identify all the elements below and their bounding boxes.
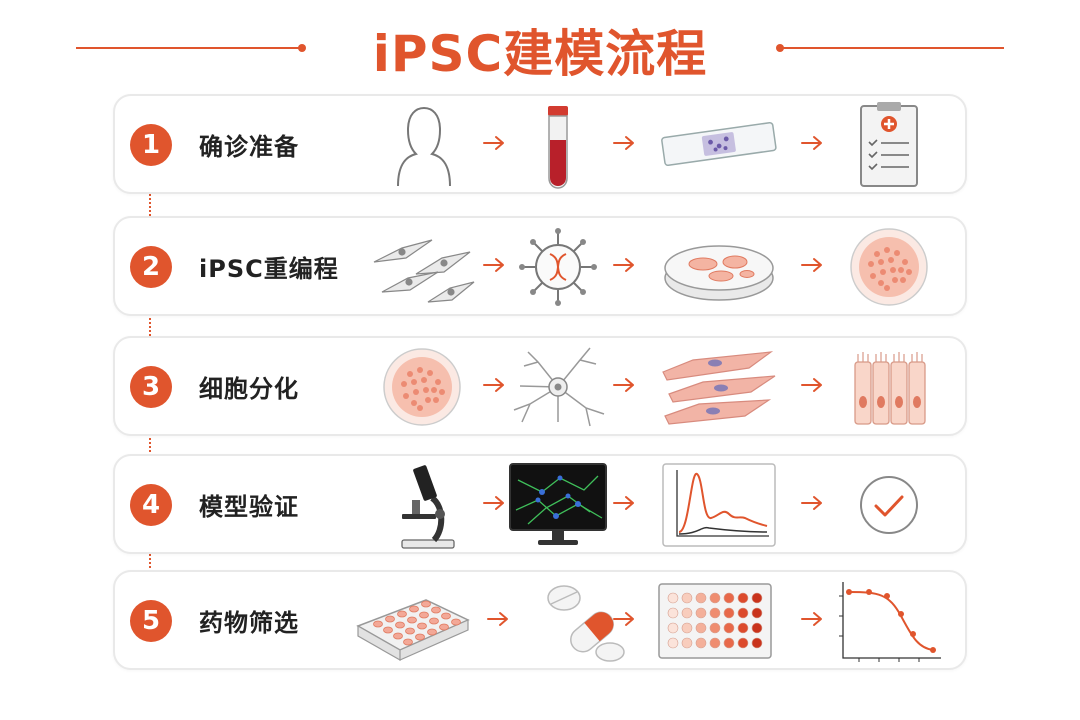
heatmap-well — [737, 607, 749, 619]
plate-heatmap-icon — [655, 576, 775, 666]
petri-dish-icon — [659, 222, 779, 312]
microscope-icon — [362, 460, 482, 550]
ipsc-colony-icon — [362, 342, 482, 432]
heatmap-well — [723, 607, 735, 619]
heatmap-well — [695, 637, 707, 649]
heatmap-well — [667, 592, 679, 604]
heatmap-well — [695, 592, 707, 604]
step-label: iPSC重编程 — [199, 255, 339, 283]
heatmap-well — [667, 637, 679, 649]
medical-clipboard-icon — [829, 100, 949, 190]
step-card-5: 5 药物筛选 — [113, 570, 967, 670]
heatmap-well — [695, 622, 707, 634]
arrow-right-icon — [613, 611, 635, 627]
step-number-badge: 3 — [130, 366, 172, 408]
step-number-badge: 4 — [130, 484, 172, 526]
fibroblast-cells-icon — [362, 222, 482, 312]
title-decor-line-right — [780, 47, 1004, 49]
heatmap-well — [723, 637, 735, 649]
heatmap-well — [667, 607, 679, 619]
epithelial-cells-icon — [829, 342, 949, 432]
tissue-slide-icon — [659, 100, 779, 190]
header: iPSC建模流程 — [0, 0, 1080, 92]
patient-silhouette-icon — [362, 100, 482, 190]
heatmap-well — [751, 637, 763, 649]
arrow-right-icon — [613, 377, 635, 393]
step-number-badge: 1 — [130, 124, 172, 166]
page-title: iPSC建模流程 — [372, 25, 708, 83]
heatmap-well — [681, 592, 693, 604]
signal-graph-icon — [659, 460, 779, 550]
step-card-3: 3 细胞分化 — [113, 336, 967, 436]
step-label: 细胞分化 — [199, 375, 299, 403]
blood-tube-icon — [498, 100, 618, 190]
neuron-icon — [498, 342, 618, 432]
ipsc-colony-icon — [829, 222, 949, 312]
heatmap-well — [751, 622, 763, 634]
heatmap-well — [723, 592, 735, 604]
step-number-badge: 2 — [130, 246, 172, 288]
arrow-right-icon — [613, 257, 635, 273]
heatmap-well — [709, 622, 721, 634]
heatmap-well — [709, 592, 721, 604]
heatmap-well — [709, 637, 721, 649]
heatmap-well — [751, 592, 763, 604]
step-label: 药物筛选 — [199, 609, 299, 637]
heatmap-well — [709, 607, 721, 619]
arrow-right-icon — [613, 495, 635, 511]
arrow-right-icon — [801, 135, 823, 151]
heatmap-well — [681, 622, 693, 634]
heatmap-well — [681, 607, 693, 619]
heatmap-well — [737, 592, 749, 604]
title-decor-dot-left — [298, 44, 306, 52]
arrow-right-icon — [487, 611, 509, 627]
arrow-right-icon — [801, 257, 823, 273]
checkmark-circle-icon — [829, 460, 949, 550]
arrow-right-icon — [801, 611, 823, 627]
heatmap-well — [681, 637, 693, 649]
heatmap-well — [737, 637, 749, 649]
heatmap-well — [667, 622, 679, 634]
cardiomyocytes-icon — [659, 342, 779, 432]
step-number-badge: 5 — [130, 600, 172, 642]
arrow-right-icon — [801, 495, 823, 511]
dose-response-curve-icon — [829, 576, 949, 666]
heatmap-well — [737, 622, 749, 634]
step-card-4: 4 模型验证 — [113, 454, 967, 554]
heatmap-well — [723, 622, 735, 634]
step-card-1: 1 确诊准备 — [113, 94, 967, 194]
step-label: 确诊准备 — [199, 133, 299, 161]
virus-vector-icon — [498, 222, 618, 312]
step-label: 模型验证 — [199, 493, 299, 521]
arrow-right-icon — [613, 135, 635, 151]
heatmap-well — [695, 607, 707, 619]
title-decor-line-left — [76, 47, 302, 49]
well-plate-icon — [352, 576, 472, 666]
fluorescence-monitor-icon — [498, 460, 618, 550]
arrow-right-icon — [801, 377, 823, 393]
step-card-2: 2 iPSC重编程 — [113, 216, 967, 316]
heatmap-well — [751, 607, 763, 619]
